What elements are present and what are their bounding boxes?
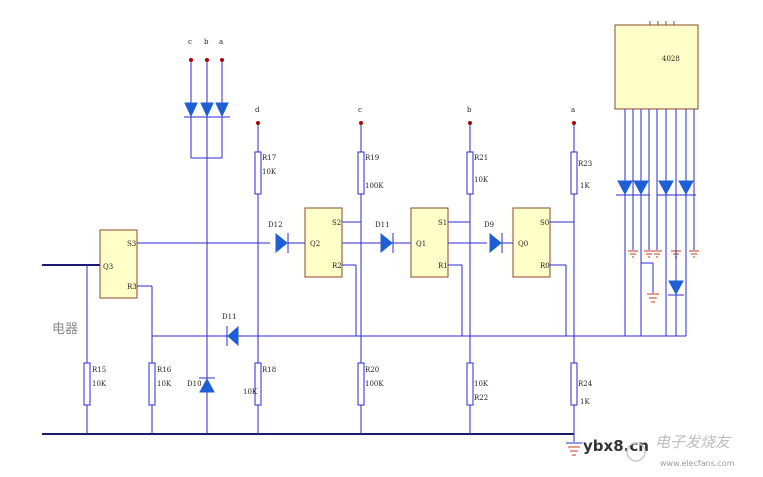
flipflop-q0-name: Q0 <box>518 240 528 248</box>
resistor-r24 <box>570 362 578 406</box>
diode-out-1 <box>617 180 633 196</box>
flipflop-q3-set: S3 <box>127 240 136 248</box>
diode-top-c <box>184 102 198 118</box>
resistor-r23-value: 1K <box>580 182 590 190</box>
diode-top-a <box>215 102 229 118</box>
resistor-r17-value: 10K <box>262 168 277 176</box>
decoder-outputs <box>624 109 695 336</box>
flipflop-q0-set: S0 <box>540 219 549 227</box>
resistor-r18-value: 10K <box>243 388 258 396</box>
resistor-r16 <box>148 362 156 406</box>
resistor-r15-value: 10K <box>92 380 107 388</box>
column-label-b: b <box>467 106 472 114</box>
resistor-r19-name: R19 <box>365 154 379 162</box>
decoder-chip-4028 <box>614 24 699 110</box>
flipflop-q2-set: S2 <box>332 219 341 227</box>
diode-d10 <box>199 377 215 393</box>
decoder-chip-label: 4028 <box>662 55 680 63</box>
flipflop-q3 <box>99 229 138 299</box>
resistor-r23-name: R23 <box>578 160 592 168</box>
diode-out-5 <box>668 280 684 296</box>
diode-d12-label: D12 <box>268 221 283 229</box>
diode-out-4 <box>678 180 694 196</box>
resistor-r19 <box>357 151 365 195</box>
output-grounds <box>628 250 699 258</box>
watermark-cn: 电子发烧友 <box>655 433 732 451</box>
diode-d9 <box>489 232 502 254</box>
resistor-r17 <box>254 151 262 195</box>
flipflop-q0 <box>512 207 551 278</box>
diode-d12 <box>275 232 288 254</box>
top-input-a: a <box>219 38 223 46</box>
diode-d10-label: D10 <box>187 380 202 388</box>
resistor-r20 <box>357 362 365 406</box>
ground-symbol-branch <box>647 293 659 303</box>
top-input-c: c <box>188 38 192 46</box>
watermark-url: www.elecfans.com <box>660 459 735 468</box>
diode-out-2 <box>633 180 649 196</box>
resistor-r16-value: 10K <box>157 380 172 388</box>
column-label-d: d <box>255 106 260 114</box>
resistor-r21 <box>466 151 474 195</box>
resistor-r18 <box>254 362 262 406</box>
flipflop-q0-reset: R0 <box>540 262 550 270</box>
resistor-r24-name: R24 <box>578 380 593 388</box>
watermark: ybx8.cn 电子发烧友 www.elecfans.com <box>583 433 735 468</box>
column-label-c: c <box>358 106 362 114</box>
diode-d11 <box>380 232 393 254</box>
resistor-r22-name: R22 <box>474 394 488 402</box>
flipflop-q2-reset: R2 <box>332 262 342 270</box>
diode-d9-label: D9 <box>484 221 494 229</box>
resistor-r17-name: R17 <box>262 154 276 162</box>
resistor-r15 <box>83 362 91 406</box>
flipflop-q1-set: S1 <box>438 219 447 227</box>
diode-d11-bus-label: D11 <box>222 313 237 321</box>
resistor-r21-value: 10K <box>474 176 489 184</box>
diode-out-3 <box>658 180 674 196</box>
diode-d11-bus <box>227 325 239 347</box>
resistor-r18-name: R18 <box>262 366 276 374</box>
resistor-r16-name: R16 <box>157 366 172 374</box>
resistor-r20-name: R20 <box>365 366 379 374</box>
resistor-r19-value: 100K <box>365 182 384 190</box>
column-label-a: a <box>571 106 575 114</box>
resistor-r15-name: R15 <box>92 366 106 374</box>
input-label: 电器 <box>52 322 78 337</box>
resistor-r23 <box>570 151 578 195</box>
ground-symbol-main <box>566 442 582 456</box>
resistor-r20-value: 100K <box>365 380 384 388</box>
flipflop-q3-reset: R3 <box>127 283 137 291</box>
resistor-r24-value: 1K <box>580 398 590 406</box>
diode-top-b <box>200 102 214 118</box>
flipflop-q1-reset: R1 <box>438 262 448 270</box>
diode-d11-label: D11 <box>375 221 390 229</box>
resistor-r21-name: R21 <box>474 154 488 162</box>
resistor-r22-value: 10K <box>474 380 489 388</box>
top-input-b: b <box>204 38 209 46</box>
flipflop-q3-name: Q3 <box>103 263 113 271</box>
watermark-site: ybx8.cn <box>583 437 649 455</box>
flipflop-q1-name: Q1 <box>416 240 426 248</box>
flipflop-q2-name: Q2 <box>310 240 320 248</box>
resistor-r22 <box>466 362 474 406</box>
flipflop-q1 <box>410 207 449 278</box>
